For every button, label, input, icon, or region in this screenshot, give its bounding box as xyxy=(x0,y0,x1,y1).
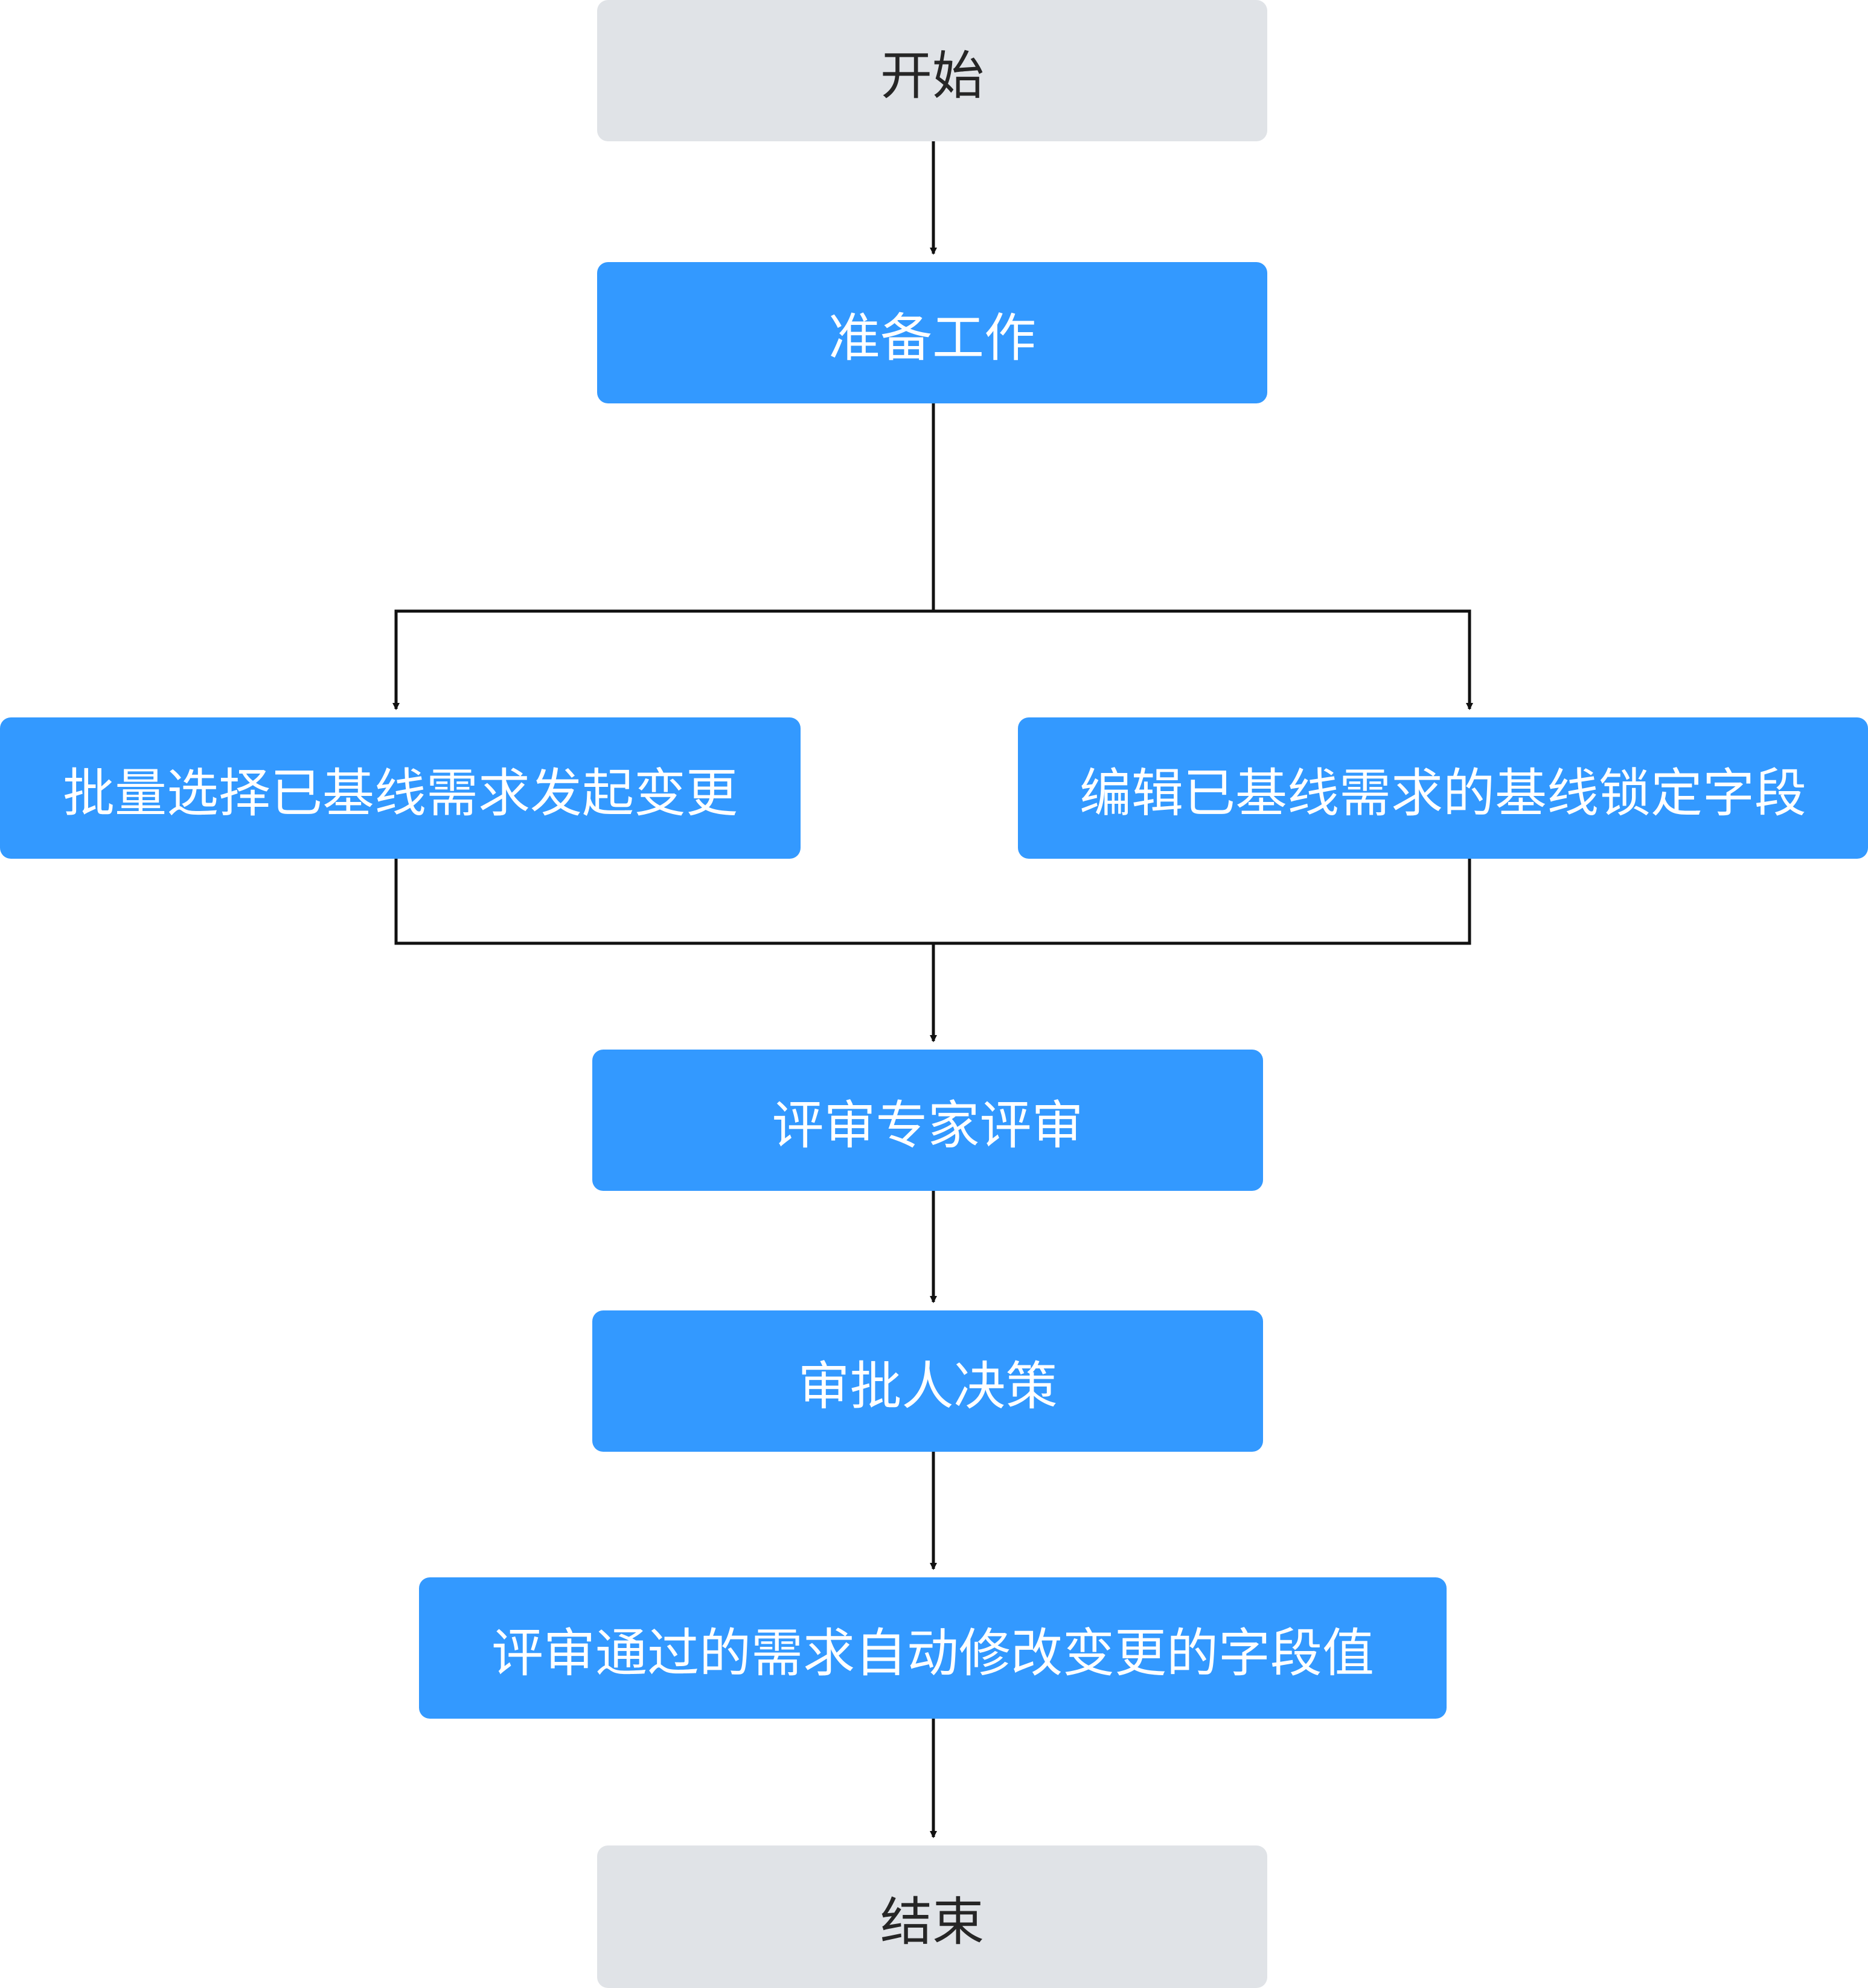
expert-review-node: 评审专家评审 xyxy=(592,1050,1263,1191)
connector-merge-left xyxy=(394,859,933,945)
edit-locked-fields-node: 编辑已基线需求的基线锁定字段 xyxy=(1018,717,1868,859)
start-node-label: 开始 xyxy=(880,45,984,106)
preparation-node: 准备工作 xyxy=(597,262,1267,403)
end-node-label: 结束 xyxy=(880,1891,984,1952)
connector-branch-left xyxy=(392,609,933,710)
start-node: 开始 xyxy=(597,0,1267,141)
connector-branch-right xyxy=(933,609,1473,710)
edit-locked-fields-node-label: 编辑已基线需求的基线锁定字段 xyxy=(1080,763,1806,824)
preparation-node-label: 准备工作 xyxy=(828,307,1036,368)
auto-modify-node: 评审通过的需求自动修改变更的字段值 xyxy=(419,1577,1447,1719)
connector-merge-right xyxy=(933,859,1471,945)
approver-decision-node-label: 审批人决策 xyxy=(798,1356,1058,1417)
approver-decision-node: 审批人决策 xyxy=(592,1310,1263,1452)
auto-modify-node-label: 评审通过的需求自动修改变更的字段值 xyxy=(491,1623,1374,1684)
batch-change-node: 批量选择已基线需求发起变更 xyxy=(0,717,801,859)
end-node: 结束 xyxy=(597,1845,1267,1988)
expert-review-node-label: 评审专家评审 xyxy=(772,1095,1084,1156)
batch-change-node-label: 批量选择已基线需求发起变更 xyxy=(63,763,738,824)
